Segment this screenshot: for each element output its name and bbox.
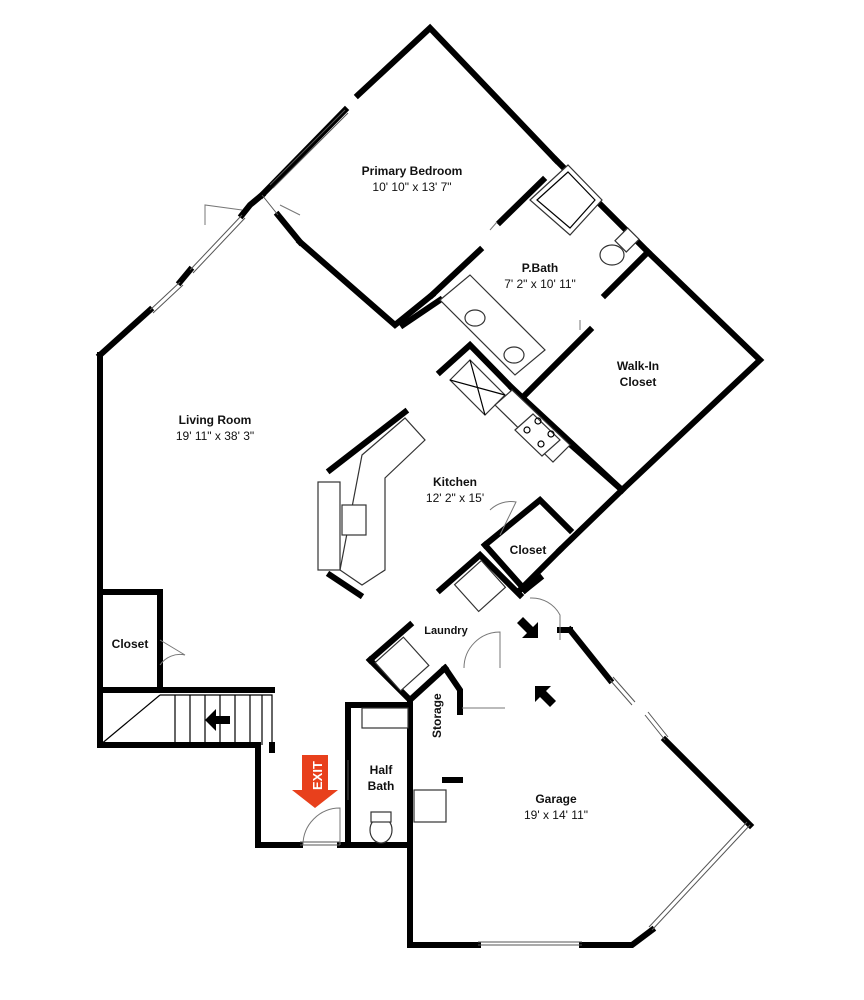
toilet-pbath <box>599 244 625 266</box>
utility-sink <box>413 789 447 823</box>
room-label-living-room: Living Room 19' 11" x 38' 3" <box>175 413 255 443</box>
stairs-arrow-icon <box>205 709 230 731</box>
walls <box>95 23 765 948</box>
room-label-laundry: Laundry <box>424 625 468 637</box>
room-label-half-bath: Half Bath <box>367 763 395 793</box>
sink-2 <box>503 346 525 364</box>
room-label-storage: Storage <box>430 693 444 738</box>
room-label-primary-bedroom: Primary Bedroom 10' 10" x 13' 7" <box>361 164 463 194</box>
sink-1 <box>464 309 486 327</box>
sink-halfbath <box>361 707 409 729</box>
kitchen-island <box>339 417 426 586</box>
garage-arrow-up-icon <box>535 686 556 707</box>
garage-arrow-down-icon <box>517 617 538 638</box>
windows <box>149 109 751 946</box>
stairs <box>99 694 273 746</box>
exit-label: EXIT <box>310 761 325 790</box>
room-label-garage: Garage 19' x 14' 11" <box>524 792 588 822</box>
dryer <box>453 559 507 613</box>
room-label-walkin-closet: Walk-In Closet <box>616 359 660 389</box>
room-label-closet-living: Closet <box>111 637 149 651</box>
arrows <box>205 617 556 808</box>
room-label-closet-kitchen: Closet <box>509 543 547 557</box>
shower <box>529 164 603 236</box>
range <box>514 413 561 457</box>
room-label-kitchen: Kitchen 12' 2" x 15' <box>425 475 485 505</box>
doors <box>159 204 581 846</box>
fixtures <box>99 164 640 844</box>
exit-arrow-icon <box>292 755 338 808</box>
room-label-pbath: P.Bath 7' 2" x 10' 11" <box>504 261 576 291</box>
washer <box>374 636 430 692</box>
